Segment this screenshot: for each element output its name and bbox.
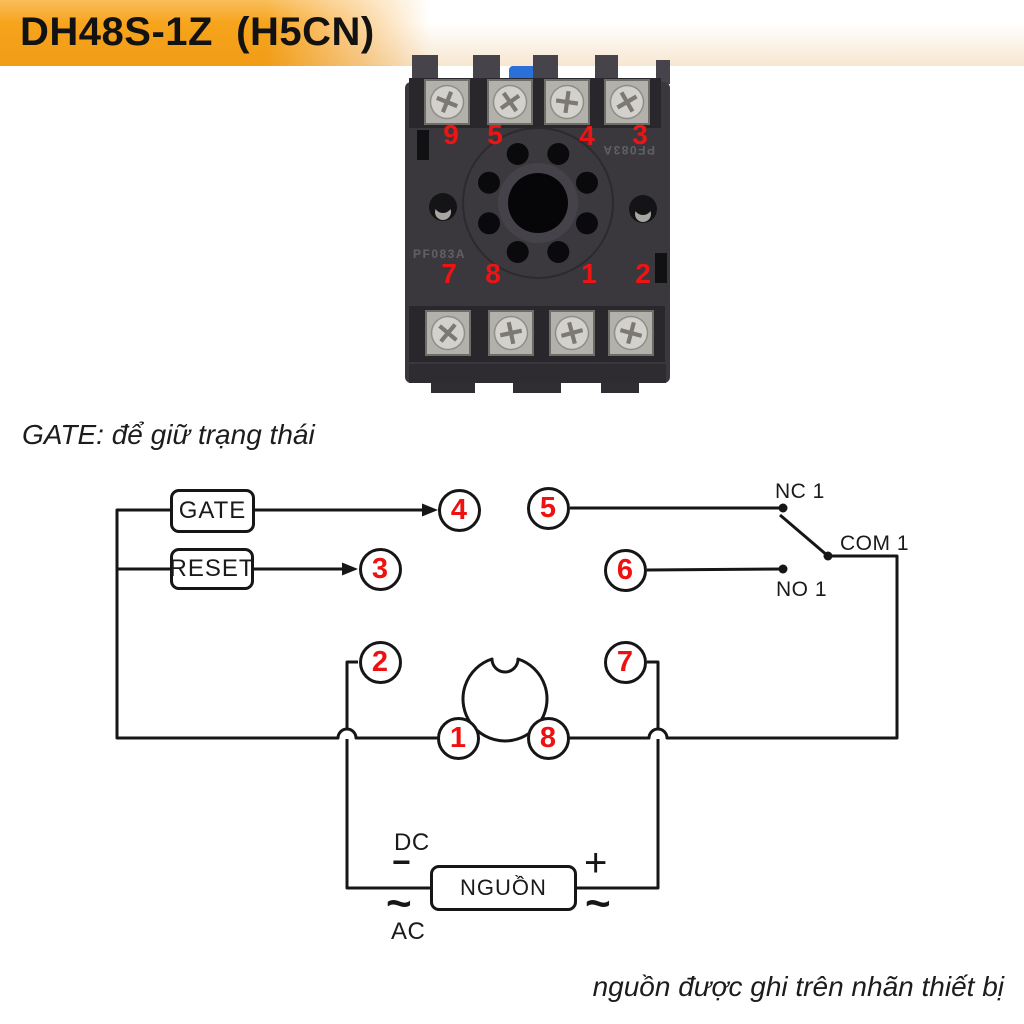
power-source-label: NGUỒN <box>460 875 547 900</box>
power-source-box: NGUỒN <box>430 865 577 911</box>
socket-marking-right: PF083A <box>602 143 655 157</box>
tilde-left: ~ <box>386 879 412 928</box>
pin-circle-8: 8 <box>526 716 570 760</box>
reset-label: RESET <box>169 555 255 582</box>
gate-label: GATE <box>178 497 247 524</box>
pin-circle-5: 5 <box>526 486 570 530</box>
photo-pin-1: 1 <box>581 258 597 289</box>
no-contact-dot <box>778 564 788 574</box>
no-label: NO 1 <box>776 578 828 601</box>
com-contact-dot <box>823 551 833 561</box>
pin-holes <box>478 143 598 263</box>
pin-circle-4: 4 <box>437 488 481 532</box>
gate-note: GATE: để giữ trạng thái <box>22 419 315 450</box>
gate-arrowhead <box>422 503 438 517</box>
power-note: nguồn được ghi trên nhãn thiết bị <box>592 971 1004 1002</box>
tilde-right: ~ <box>585 879 611 928</box>
pin-circle-7: 7 <box>603 640 647 684</box>
plus-sign: + <box>584 841 608 885</box>
photo-pin-5: 5 <box>487 119 503 150</box>
photo-pin-numbers: 9 5 4 3 7 8 1 2 <box>441 119 651 289</box>
mounting-holes <box>429 193 657 223</box>
title-banner: DH48S-1Z (H5CN) <box>0 0 1024 66</box>
ac-label: AC <box>391 918 426 945</box>
socket-photo: PF083A PF083A 9 5 4 3 7 8 1 2 <box>405 55 670 393</box>
photo-pin-2: 2 <box>635 258 651 289</box>
com-label: COM 1 <box>840 532 910 555</box>
nc-contact-dot <box>778 503 788 513</box>
pin-circle-3: 3 <box>358 547 402 591</box>
photo-pin-7: 7 <box>441 258 457 289</box>
reset-box: RESET <box>170 548 254 590</box>
dc-label: DC <box>394 829 430 856</box>
socket-marking-left: PF083A <box>413 247 466 261</box>
photo-pin-3: 3 <box>632 119 648 150</box>
photo-pin-8: 8 <box>485 258 501 289</box>
nc-label: NC 1 <box>775 480 825 503</box>
pin-circle-6: 6 <box>603 548 647 592</box>
pin-circle-1: 1 <box>436 716 480 760</box>
photo-pin-4: 4 <box>579 120 595 151</box>
reset-arrowhead <box>342 562 358 576</box>
gate-box: GATE <box>170 489 255 533</box>
minus-sign: − <box>392 844 411 880</box>
pin-circle-2: 2 <box>358 640 402 684</box>
photo-pin-9: 9 <box>443 119 459 150</box>
page-title: DH48S-1Z (H5CN) <box>20 10 375 54</box>
